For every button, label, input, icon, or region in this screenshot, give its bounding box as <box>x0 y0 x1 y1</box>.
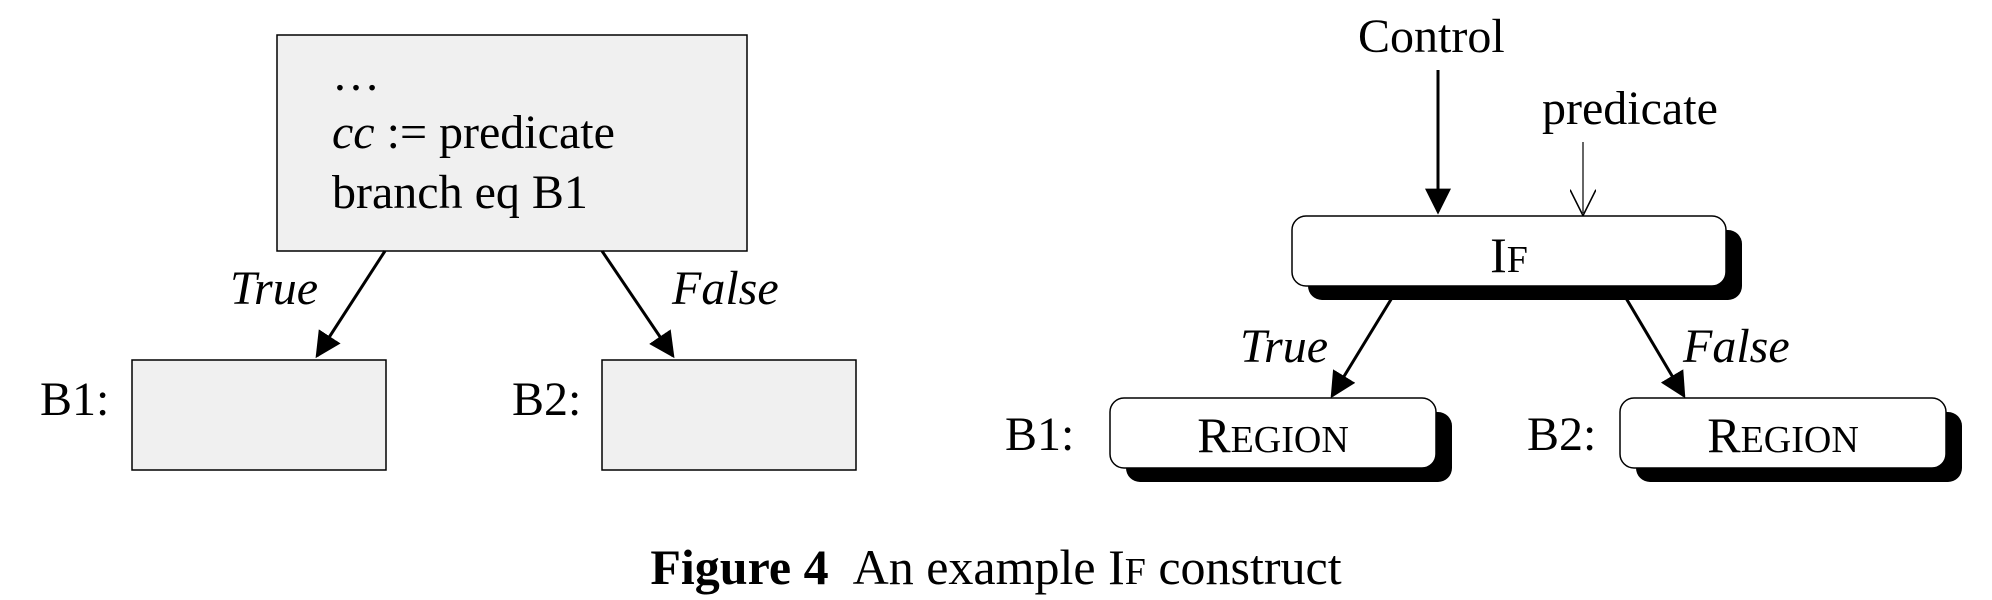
b2-region-label: REGION <box>1707 407 1859 463</box>
if-node-rest: F <box>1507 239 1528 281</box>
false-label-left: False <box>671 262 779 315</box>
code-block-box <box>276 34 748 252</box>
b1-region-label: REGION <box>1197 407 1349 463</box>
code-italic-cc: cc <box>332 106 375 159</box>
caption-text-after: construct <box>1146 539 1342 595</box>
predicate-label: predicate <box>1542 82 1718 135</box>
false-arrow-left <box>600 250 675 359</box>
code-line-assign: cc := predicate <box>332 106 615 159</box>
b1-region-cap: R <box>1197 407 1231 463</box>
b2-region-box <box>1619 397 1947 469</box>
figure-caption: Figure 4 An example IF construct <box>650 539 1341 595</box>
code-assign-rest: := predicate <box>375 106 615 159</box>
b2-label-right: B2: <box>1527 408 1596 461</box>
false-label-right: False <box>1682 320 1790 373</box>
true-label-right: True <box>1240 320 1328 373</box>
b1-label-right: B1: <box>1005 408 1074 461</box>
caption-figure-number: Figure 4 <box>650 539 828 595</box>
true-label-left: True <box>230 262 318 315</box>
b2-region-cap: R <box>1707 407 1741 463</box>
caption-sc-cap: I <box>1108 539 1125 595</box>
if-node: IF <box>1291 215 1742 300</box>
if-node-label: IF <box>1490 227 1528 283</box>
false-arrow-right <box>1618 287 1686 399</box>
b1-region-box <box>1109 397 1437 469</box>
b1-label-left: B1: <box>40 373 109 426</box>
control-label: Control <box>1358 10 1505 63</box>
b1-box-left <box>131 359 387 471</box>
right-diagram: Control predicate IF True False B1: REGI… <box>1005 10 1962 482</box>
b1-region-node: REGION <box>1109 397 1452 482</box>
left-diagram: … cc := predicate branch eq B1 True Fals… <box>40 34 857 471</box>
b2-region-rest: EGION <box>1741 419 1859 461</box>
if-node-box <box>1291 215 1727 287</box>
b2-box-left <box>601 359 857 471</box>
b1-region-rest: EGION <box>1231 419 1349 461</box>
b2-region-node: REGION <box>1619 397 1962 482</box>
caption-sc-rest: F <box>1125 551 1146 593</box>
true-arrow-left <box>315 250 387 359</box>
if-node-cap: I <box>1490 227 1507 283</box>
code-line-branch: branch eq B1 <box>332 166 588 219</box>
code-line-ellipsis: … <box>332 48 380 101</box>
true-arrow-right <box>1330 287 1400 399</box>
caption-text-before: An example <box>853 539 1108 595</box>
b2-label-left: B2: <box>512 373 581 426</box>
